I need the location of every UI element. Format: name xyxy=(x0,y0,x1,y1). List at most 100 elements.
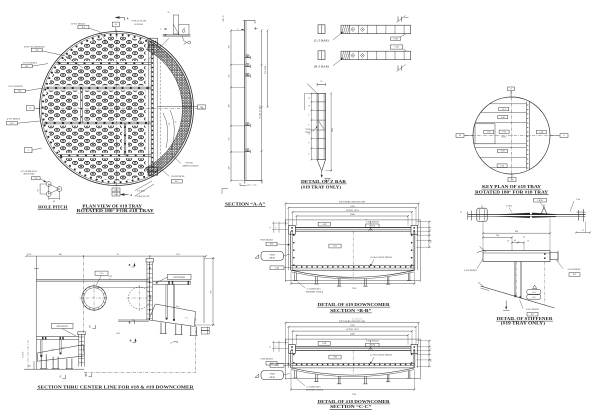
svg-text:50: 50 xyxy=(309,97,311,99)
svg-text:(#19 TRAY ONLY): (#19 TRAY ONLY) xyxy=(301,185,342,190)
svg-text:75: 75 xyxy=(309,124,311,126)
svg-text:5-#38 HOLES: 5-#38 HOLES xyxy=(260,359,273,361)
svg-text:C: C xyxy=(60,376,62,379)
svg-text:B-6: B-6 xyxy=(270,244,273,246)
svg-text:9-#38 HOLES: 9-#38 HOLES xyxy=(260,239,273,241)
svg-text:SECTION “B-B”: SECTION “B-B” xyxy=(330,308,372,313)
svg-text:352: 352 xyxy=(229,75,231,78)
svg-text:C: C xyxy=(89,326,91,329)
svg-text:1724: 1724 xyxy=(352,288,356,290)
svg-text:(2-19x25 SLOT HOLES: (2-19x25 SLOT HOLES xyxy=(370,354,392,357)
svg-text:R-Z BAR: R-Z BAR xyxy=(134,23,143,26)
svg-text:75: 75 xyxy=(431,229,433,231)
svg-text:22-#11 HOLES: 22-#11 HOLES xyxy=(23,62,38,64)
svg-text:1-2B: 1-2B xyxy=(539,132,544,134)
svg-text:352: 352 xyxy=(229,138,231,141)
svg-text:214.5: 214.5 xyxy=(332,128,334,132)
svg-text:(L-Z BAR): (L-Z BAR) xyxy=(314,38,328,42)
svg-text:429: 429 xyxy=(229,46,231,49)
svg-text:(HEX): (HEX) xyxy=(269,376,275,379)
svg-text:EXTENSION: EXTENSION xyxy=(57,326,69,328)
svg-text:90: 90 xyxy=(459,135,461,137)
svg-text:2-C8: 2-C8 xyxy=(174,342,178,344)
svg-text:B-3: B-3 xyxy=(10,123,13,125)
svg-text:(#170): (#170) xyxy=(370,224,376,227)
svg-text:1600: 1600 xyxy=(350,333,355,335)
svg-text:12-#38 HOLES: 12-#38 HOLES xyxy=(171,176,186,178)
svg-text:6-#13 HOLES: 6-#13 HOLES xyxy=(526,309,539,311)
svg-text:C-9a: C-9a xyxy=(576,199,580,201)
svg-text:75: 75 xyxy=(431,348,433,350)
svg-text:B: B xyxy=(130,340,132,343)
svg-text:1-2B: 1-2B xyxy=(333,357,338,359)
svg-text:60: 60 xyxy=(53,201,55,203)
svg-text:1-BAR: 1-BAR xyxy=(537,199,543,202)
svg-text:5-M10: 5-M10 xyxy=(269,374,275,376)
svg-text:C-2B: C-2B xyxy=(394,47,399,49)
svg-text:75: 75 xyxy=(275,346,277,348)
svg-text:318: 318 xyxy=(229,105,231,108)
svg-text:B-7: B-7 xyxy=(175,181,179,183)
svg-text:1-2A: 1-2A xyxy=(333,245,338,248)
svg-text:DETAIL OF STIFFENER: DETAIL OF STIFFENER xyxy=(497,316,554,321)
svg-text:DETAIL OF Z BAR: DETAIL OF Z BAR xyxy=(301,179,347,184)
svg-text:50: 50 xyxy=(309,133,311,135)
svg-text:⌀: ⌀ xyxy=(365,337,367,340)
svg-text:1-1D: 1-1D xyxy=(501,151,506,153)
svg-text:TACK: TACK xyxy=(306,128,312,131)
svg-text:(#170): (#170) xyxy=(370,344,376,347)
svg-text:960: 960 xyxy=(515,231,518,233)
svg-text:#19: #19 xyxy=(108,276,112,278)
svg-text:(2-19x25 SLOT HOLES: (2-19x25 SLOT HOLES xyxy=(370,256,392,259)
svg-text:240: 240 xyxy=(496,235,499,237)
svg-text:(#19 TRAY ONLY): (#19 TRAY ONLY) xyxy=(501,321,546,326)
svg-text:146: 146 xyxy=(59,254,62,256)
svg-text:L-1 (OUTLET): L-1 (OUTLET) xyxy=(307,288,321,291)
svg-text:1-2B: 1-2B xyxy=(275,267,280,269)
svg-text:SLOT: SLOT xyxy=(502,136,507,138)
svg-text:SMT 15: SMT 15 xyxy=(223,15,225,21)
svg-text:B-4: B-4 xyxy=(18,91,21,93)
svg-text:W.D.D. 1674: W.D.D. 1674 xyxy=(346,329,359,331)
svg-text:HOLE PITCH: HOLE PITCH xyxy=(38,205,68,210)
svg-text:2-#38 HOLES: 2-#38 HOLES xyxy=(366,221,379,223)
svg-text:1-2D: 1-2D xyxy=(322,343,327,345)
svg-text:25: 25 xyxy=(270,346,272,348)
svg-text:PLATE 2.5 STR: PLATE 2.5 STR xyxy=(258,105,261,119)
svg-text:81: 81 xyxy=(117,254,119,256)
svg-text:5-M10: 5-M10 xyxy=(269,254,275,256)
svg-text:B: B xyxy=(115,24,117,26)
svg-text:1300: 1300 xyxy=(114,194,118,196)
svg-text:WELD: WELD xyxy=(305,132,311,134)
svg-text:DETAIL OF #19 DOWNCOMER: DETAIL OF #19 DOWNCOMER xyxy=(318,302,391,307)
svg-text:PLAN VIEW OF #19 TRAY: PLAN VIEW OF #19 TRAY xyxy=(82,204,142,209)
svg-text:1-2A: 1-2A xyxy=(502,130,507,133)
svg-text:20: 20 xyxy=(527,241,529,243)
svg-text:B-7: B-7 xyxy=(531,314,534,316)
svg-text:20: 20 xyxy=(507,241,509,243)
svg-text:R-SEAL PLATE: R-SEAL PLATE xyxy=(132,20,147,23)
svg-text:0: 0 xyxy=(511,88,512,90)
svg-text:C-2B: C-2B xyxy=(393,38,398,40)
svg-text:75: 75 xyxy=(275,227,277,229)
svg-text:100: 100 xyxy=(431,240,433,243)
svg-text:22-#11 HOLES: 22-#11 HOLES xyxy=(8,86,23,88)
svg-text:C: C xyxy=(160,29,162,31)
svg-text:EXT WEIR LENGTH 1982: EXT WEIR LENGTH 1982 xyxy=(339,202,366,204)
svg-text:SUPPORT ANGLE: SUPPORT ANGLE xyxy=(306,291,324,294)
svg-text:1782: 1782 xyxy=(350,206,355,208)
svg-text:40: 40 xyxy=(514,240,516,242)
svg-text:150.6: 150.6 xyxy=(175,306,179,309)
svg-text:50: 50 xyxy=(309,105,311,107)
svg-text:SECTION THRU CENTER LINE FOR #: SECTION THRU CENTER LINE FOR #18 & #19 D… xyxy=(38,384,195,389)
svg-text:(HEX): (HEX) xyxy=(269,257,275,260)
svg-text:C-8: C-8 xyxy=(532,292,535,294)
svg-text:2-27 #38 HOLES/VA.: 2-27 #38 HOLES/VA. xyxy=(21,170,38,173)
svg-text:#TRAY HOLE: #TRAY HOLE xyxy=(23,173,35,176)
svg-text:ORIFICE HOLES: ORIFICE HOLES xyxy=(182,165,199,167)
svg-text:1782: 1782 xyxy=(350,325,355,327)
svg-text:35: 35 xyxy=(174,121,176,123)
svg-text:SUPPORT ANGLE: SUPPORT ANGLE xyxy=(306,388,324,391)
svg-text:B-2: B-2 xyxy=(573,274,576,276)
svg-text:20-#17 & #38 HOLES: 20-#17 & #38 HOLES xyxy=(24,47,46,49)
